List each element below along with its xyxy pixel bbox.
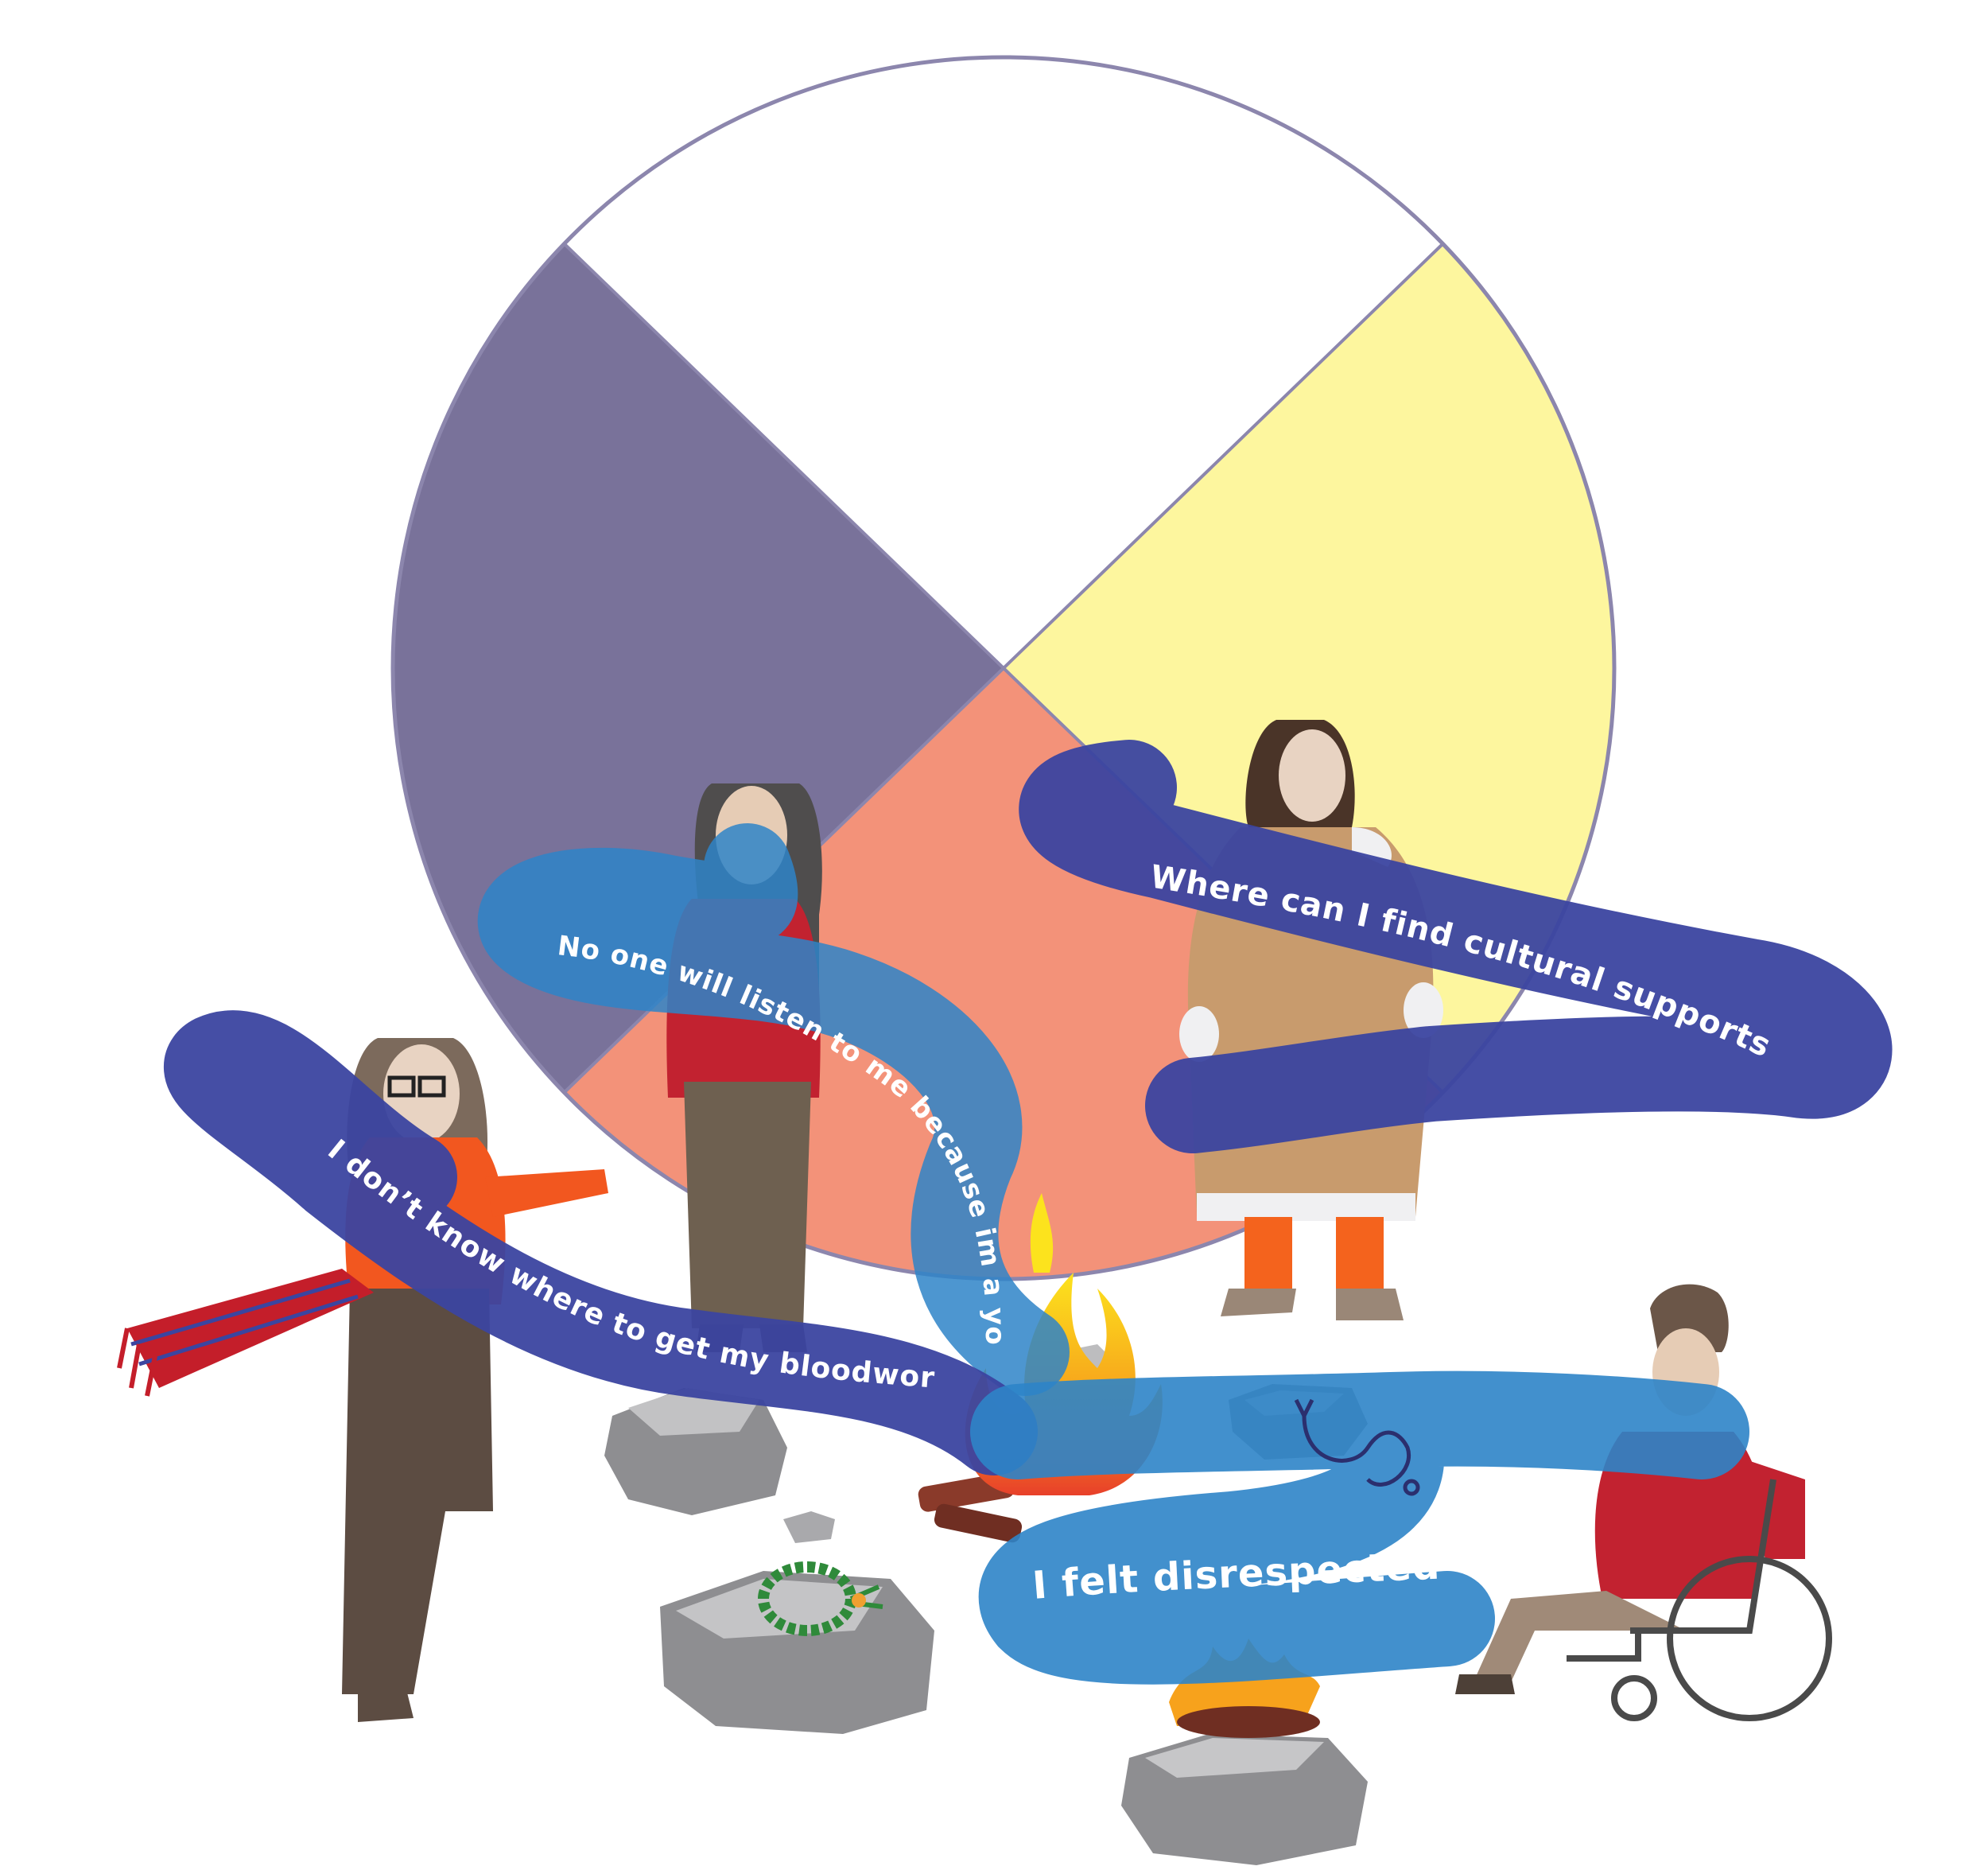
sash	[117, 1269, 374, 1397]
ribbon-bloodwork	[164, 1010, 1038, 1475]
ribbon-cultural-supports	[1019, 740, 1893, 1153]
wheelchair-icon	[1567, 1479, 1832, 1721]
stone-left	[604, 1388, 787, 1515]
ribbon-listen	[478, 823, 1070, 1396]
stone-fire-pit	[1121, 1734, 1368, 1865]
stethoscope-icon	[1294, 1398, 1420, 1496]
ribbon-disrespected	[970, 1370, 1749, 1685]
wheel-quadrant-white	[564, 56, 1443, 669]
stone-small	[783, 1511, 835, 1543]
sweetgrass-braid	[758, 1561, 883, 1636]
stone-sweetgrass	[660, 1571, 934, 1734]
